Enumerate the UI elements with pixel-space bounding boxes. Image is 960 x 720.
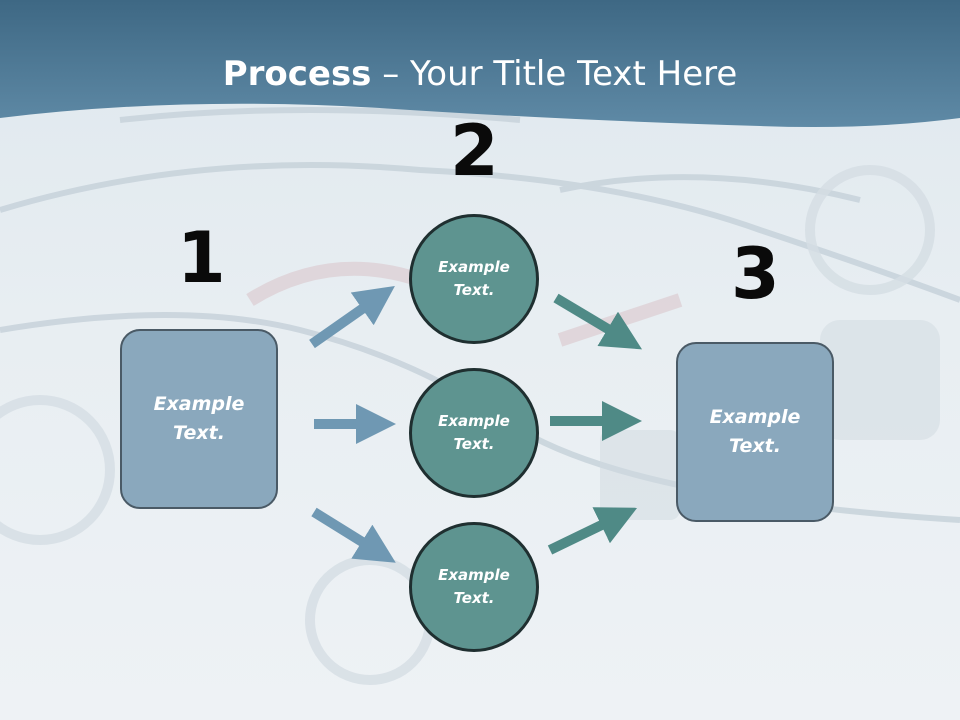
- step-3-text: Example Text.: [709, 406, 801, 457]
- title-rest: – Your Title Text Here: [371, 54, 738, 94]
- circle-top-text: Example Text.: [438, 258, 510, 299]
- title-bold: Process: [222, 54, 372, 94]
- arrow-bottom-to-3: [547, 507, 638, 555]
- step-number-1: 1: [177, 217, 226, 299]
- arrow-1-to-top: [309, 285, 395, 349]
- circle-middle-text: Example Text.: [438, 412, 510, 453]
- circle-middle: Example Text.: [409, 368, 539, 498]
- step-1-box: Example Text.: [120, 329, 278, 509]
- header-band: [0, 0, 960, 127]
- step-1-text: Example Text.: [153, 393, 245, 444]
- step-number-2: 2: [450, 110, 499, 192]
- circle-top: Example Text.: [409, 214, 539, 344]
- circle-bottom: Example Text.: [409, 522, 539, 652]
- circle-bottom-text: Example Text.: [438, 566, 510, 607]
- slide-title: Process – Your Title Text Here: [0, 52, 960, 96]
- step-number-3: 3: [731, 233, 780, 315]
- step-3-box: Example Text.: [676, 342, 834, 522]
- arrow-1-to-bottom: [311, 507, 396, 563]
- arrow-top-to-3: [553, 293, 643, 350]
